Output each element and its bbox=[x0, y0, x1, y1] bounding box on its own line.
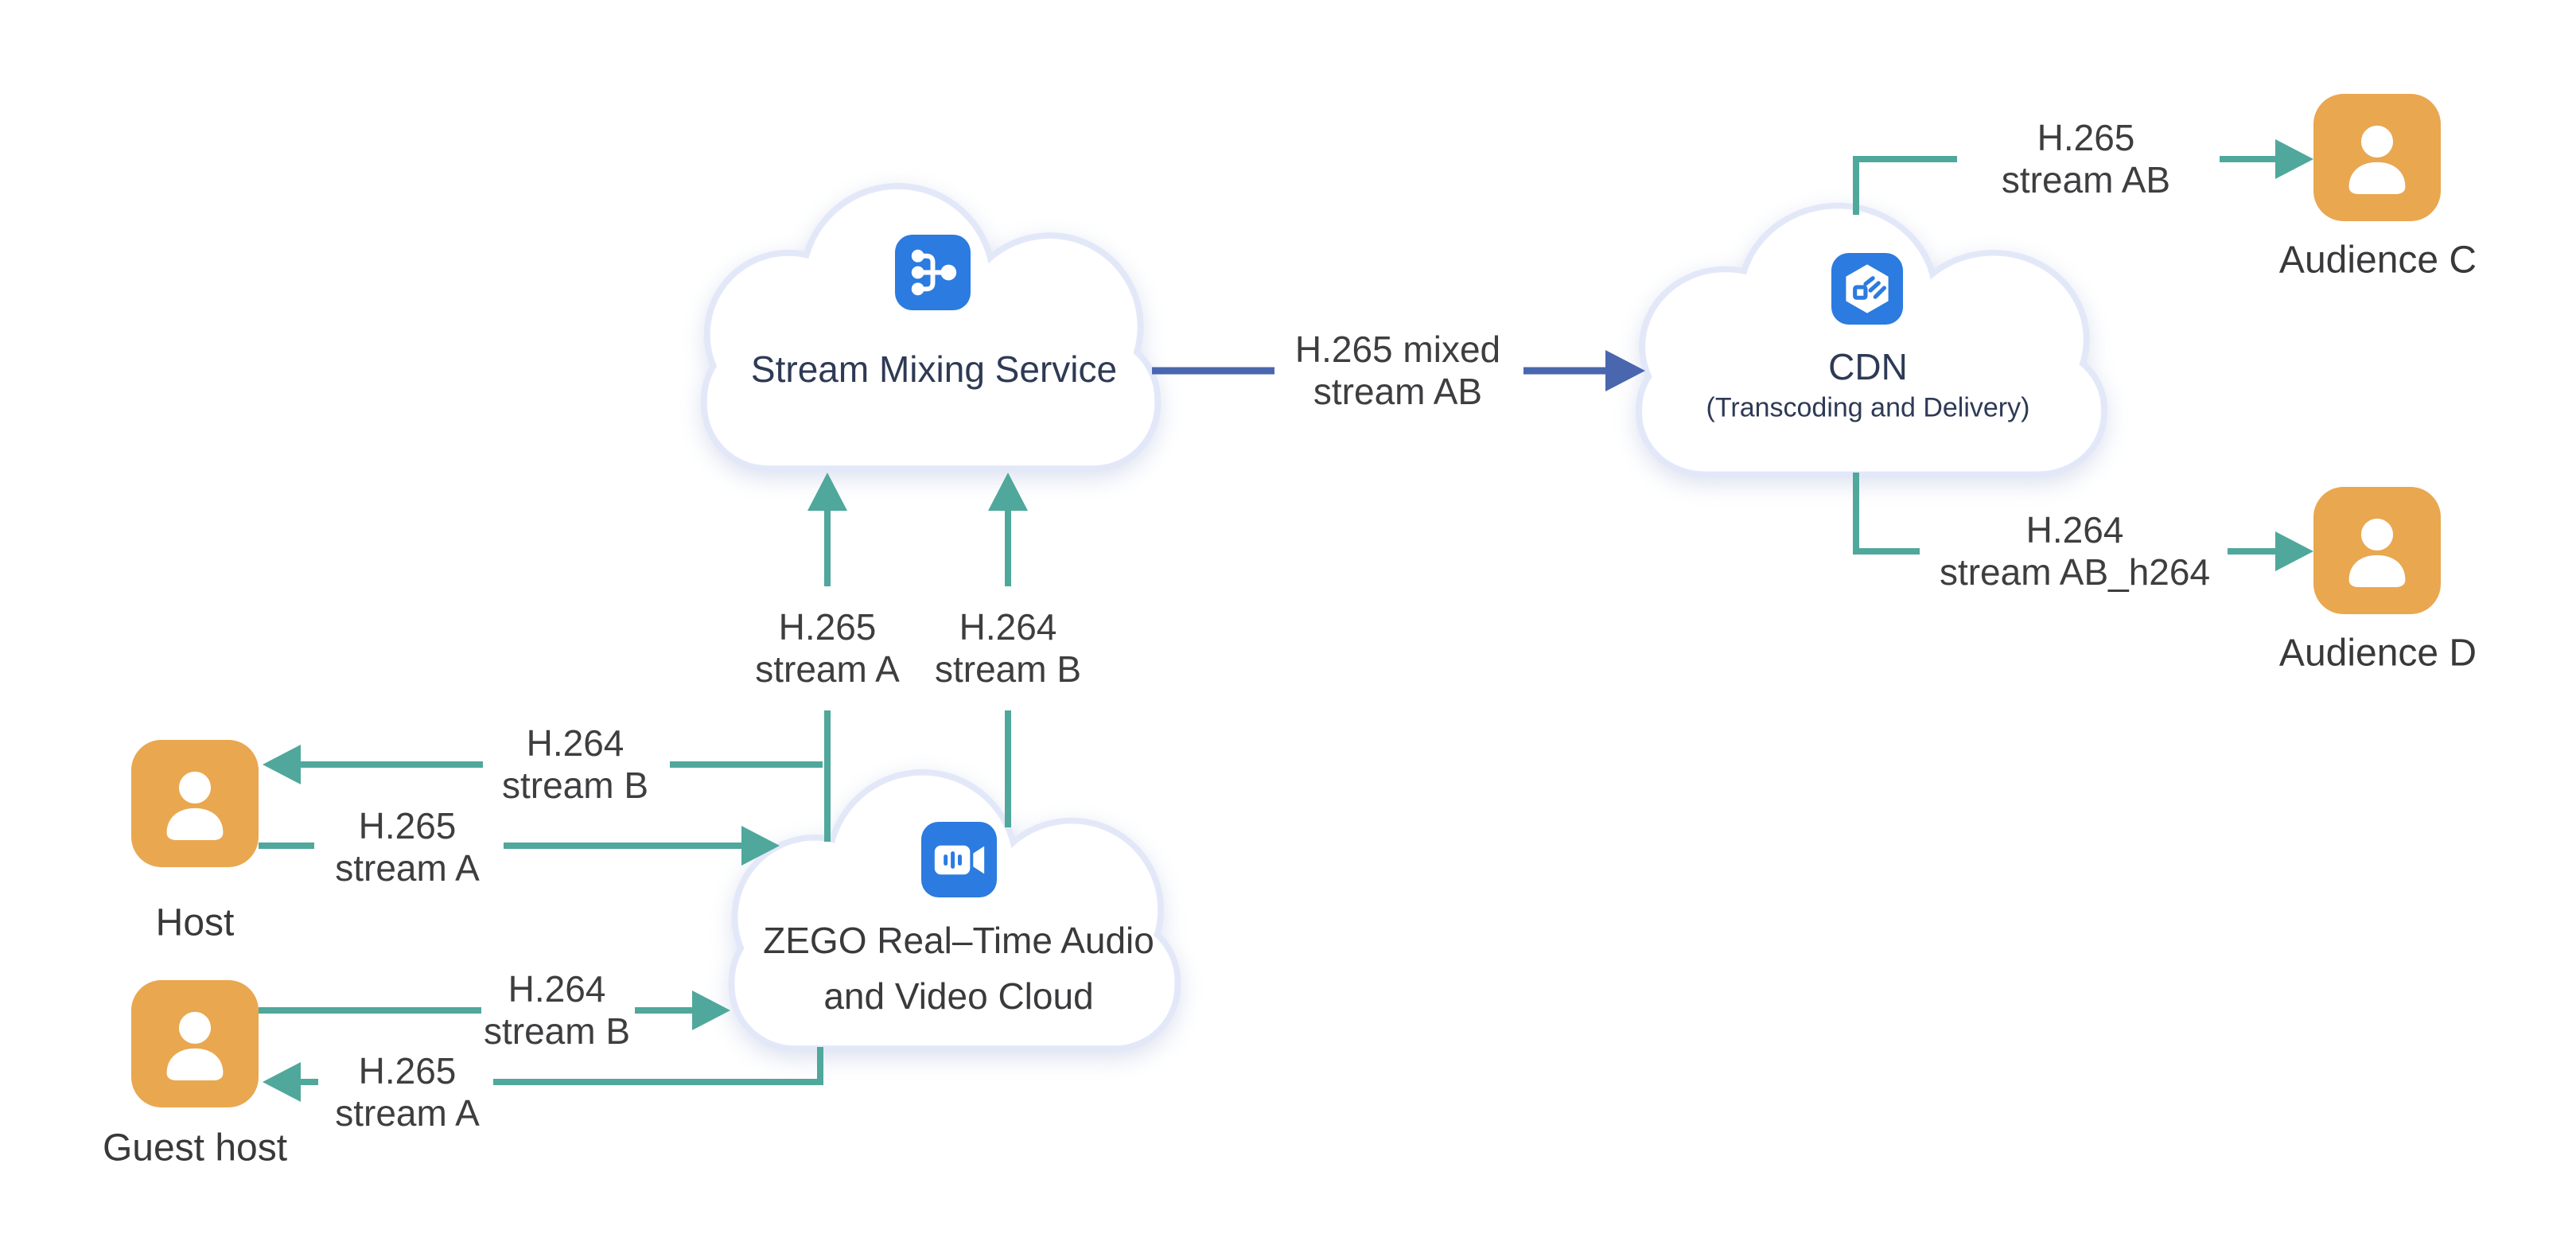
stream-label-relay-b: H.264 stream B bbox=[935, 606, 1081, 691]
arrowhead-into-mixing-b bbox=[988, 473, 1028, 511]
stream-label-line: stream B bbox=[483, 1010, 631, 1052]
stream-label-line: stream A bbox=[335, 1092, 480, 1134]
stream-mixing-icon bbox=[895, 235, 971, 310]
stream-label-line: H.264 bbox=[2025, 509, 2124, 551]
guest-host-avatar bbox=[131, 980, 259, 1107]
stream-label-line: H.264 bbox=[959, 606, 1057, 648]
person-icon bbox=[2348, 518, 2406, 588]
stream-label-host-to-zego: H.265 stream A bbox=[335, 805, 480, 889]
stream-label-line: stream A bbox=[335, 847, 480, 889]
stream-label-mixed: H.265 mixed stream AB bbox=[1295, 329, 1500, 413]
cdn-hexagon-glyph bbox=[1846, 264, 1889, 313]
host-label: Host bbox=[155, 901, 235, 944]
stream-label-zego-to-host: H.264 stream B bbox=[502, 722, 648, 807]
cdn-icon bbox=[1831, 253, 1903, 325]
merge-glyph bbox=[911, 249, 957, 296]
stream-label-line: H.264 bbox=[508, 968, 606, 1010]
guest-host-label: Guest host bbox=[102, 1127, 288, 1169]
stream-label-line: stream A bbox=[755, 648, 900, 690]
stream-label-line: stream B bbox=[934, 648, 1082, 690]
stream-label-line: stream AB bbox=[2001, 159, 2171, 200]
audience-d-avatar bbox=[2313, 487, 2441, 614]
stream-mixing-cloud-shape bbox=[700, 182, 1162, 472]
zego-cloud-shape bbox=[728, 769, 1181, 1052]
person-icon bbox=[166, 771, 224, 841]
stream-label-line: H.265 bbox=[358, 805, 457, 846]
video-camera-glyph bbox=[934, 845, 985, 875]
zego-title-line1: ZEGO Real–Time Audio bbox=[763, 920, 1154, 961]
person-icon bbox=[2348, 125, 2406, 195]
stream-label-line: H.264 bbox=[526, 722, 625, 764]
host-avatar bbox=[131, 740, 259, 867]
stream-label-line: stream AB bbox=[1313, 371, 1483, 412]
stream-mixing-title: Stream Mixing Service bbox=[750, 348, 1118, 390]
stream-label-line: H.265 bbox=[358, 1050, 457, 1092]
stream-label-guest-to-zego: H.264 stream B bbox=[484, 968, 630, 1053]
audience-d-label: Audience D bbox=[2278, 632, 2477, 675]
zego-title: ZEGO Real–Time Audio and Video Cloud bbox=[763, 913, 1154, 1024]
person-icon bbox=[166, 1011, 224, 1081]
stream-label-relay-a: H.265 stream A bbox=[755, 606, 900, 691]
arrowhead-into-audience-d bbox=[2275, 531, 2313, 571]
stream-label-line: H.265 bbox=[778, 606, 877, 648]
stream-label-line: stream AB_h264 bbox=[1939, 551, 2211, 593]
cdn-cloud-shape bbox=[1636, 202, 2107, 477]
stream-label-line: H.265 mixed bbox=[1294, 329, 1501, 370]
stream-label-line: stream B bbox=[501, 765, 649, 806]
stream-label-zego-to-guest: H.265 stream A bbox=[335, 1050, 480, 1134]
arrowhead-into-mixing-a bbox=[807, 473, 847, 511]
arrowhead-into-audience-c bbox=[2275, 139, 2313, 179]
stream-label-line: H.265 bbox=[2037, 117, 2135, 158]
stream-label-cdn-to-d: H.264 stream AB_h264 bbox=[1940, 509, 2210, 593]
arrowhead-into-guest-host bbox=[263, 1062, 301, 1102]
stream-label-cdn-to-c: H.265 stream AB bbox=[2002, 117, 2170, 201]
zego-video-icon bbox=[921, 822, 997, 897]
zego-title-line2: and Video Cloud bbox=[823, 975, 1094, 1017]
cdn-title: CDN bbox=[1828, 346, 1908, 387]
cdn-subtitle: (Transcoding and Delivery) bbox=[1706, 392, 2030, 423]
audience-c-label: Audience C bbox=[2278, 239, 2477, 282]
arrowhead-into-host bbox=[263, 745, 301, 784]
audience-c-avatar bbox=[2313, 94, 2441, 221]
